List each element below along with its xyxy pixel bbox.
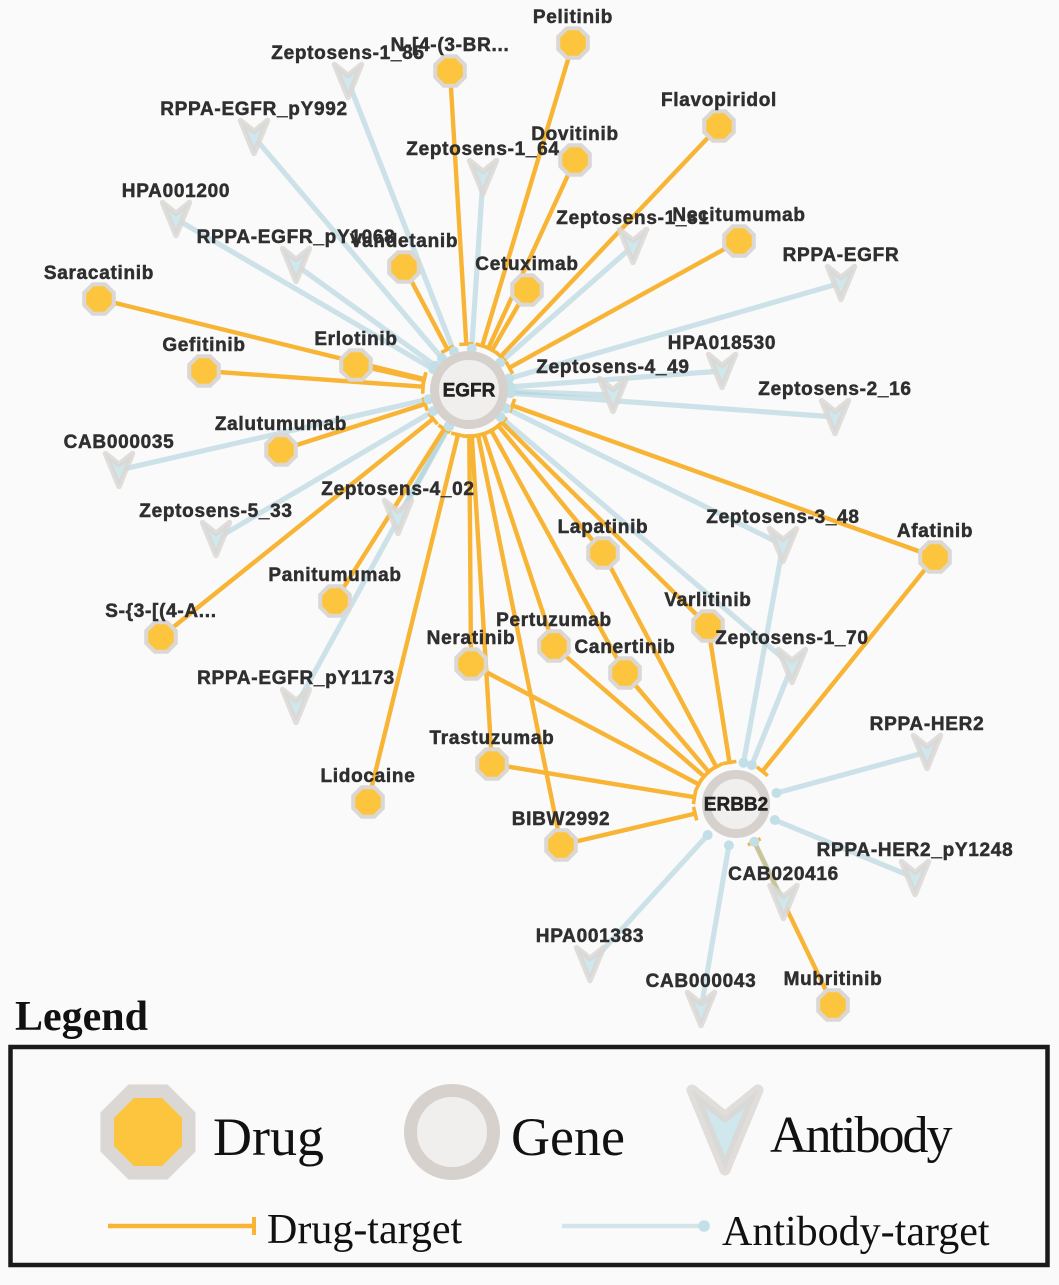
svg-text:Erlotinib: Erlotinib xyxy=(314,329,397,350)
svg-text:Gefitinib: Gefitinib xyxy=(162,335,245,356)
svg-text:CAB000043: CAB000043 xyxy=(646,971,757,992)
svg-text:HPA001383: HPA001383 xyxy=(536,926,644,947)
svg-text:Zeptosens-1_85: Zeptosens-1_85 xyxy=(271,43,424,64)
svg-text:CAB000035: CAB000035 xyxy=(64,432,175,453)
svg-text:ERBB2: ERBB2 xyxy=(704,795,768,816)
svg-text:S-{3-[(4-A...: S-{3-[(4-A... xyxy=(105,601,217,622)
svg-text:Varlitinib: Varlitinib xyxy=(664,590,751,611)
svg-text:Zeptosens-5_33: Zeptosens-5_33 xyxy=(139,501,292,522)
svg-text:Lapatinib: Lapatinib xyxy=(558,517,649,538)
svg-text:RPPA-HER2: RPPA-HER2 xyxy=(870,714,985,735)
svg-text:Pelitinib: Pelitinib xyxy=(533,7,613,28)
svg-text:RPPA-EGFR: RPPA-EGFR xyxy=(783,245,900,266)
svg-text:RPPA-EGFR_pY992: RPPA-EGFR_pY992 xyxy=(160,99,348,120)
svg-text:EGFR: EGFR xyxy=(443,381,496,402)
svg-text:CAB020416: CAB020416 xyxy=(728,864,839,885)
svg-text:Drug: Drug xyxy=(213,1107,324,1167)
svg-text:Panitumumab: Panitumumab xyxy=(268,565,401,586)
svg-text:HPA018530: HPA018530 xyxy=(668,333,776,354)
svg-text:RPPA-HER2_pY1248: RPPA-HER2_pY1248 xyxy=(817,840,1014,861)
svg-text:Cetuximab: Cetuximab xyxy=(475,254,578,275)
svg-text:Flavopiridol: Flavopiridol xyxy=(661,90,777,111)
svg-text:RPPA-EGFR_pY1173: RPPA-EGFR_pY1173 xyxy=(197,668,395,689)
svg-text:RPPA-EGFR_pY1068: RPPA-EGFR_pY1068 xyxy=(197,227,396,248)
svg-text:Zeptosens-4_02: Zeptosens-4_02 xyxy=(321,479,474,500)
svg-text:Zeptosens-3_48: Zeptosens-3_48 xyxy=(706,507,859,528)
svg-text:Mubritinib: Mubritinib xyxy=(784,969,883,990)
svg-text:Canertinib: Canertinib xyxy=(575,637,676,658)
svg-text:Neratinib: Neratinib xyxy=(427,628,516,649)
svg-text:Antibody-target: Antibody-target xyxy=(722,1209,990,1255)
svg-text:Zeptosens-1_70: Zeptosens-1_70 xyxy=(715,628,868,649)
svg-text:Zeptosens-1_31: Zeptosens-1_31 xyxy=(556,208,709,229)
svg-text:Zalutumumab: Zalutumumab xyxy=(215,414,347,435)
svg-text:Zeptosens-1_64: Zeptosens-1_64 xyxy=(406,139,559,160)
svg-text:Zeptosens-2_16: Zeptosens-2_16 xyxy=(758,379,911,400)
svg-text:Lidocaine: Lidocaine xyxy=(321,766,416,787)
svg-text:Trastuzumab: Trastuzumab xyxy=(430,728,555,749)
svg-text:Saracatinib: Saracatinib xyxy=(44,263,154,284)
svg-text:Gene: Gene xyxy=(511,1107,625,1167)
svg-text:Legend: Legend xyxy=(15,994,148,1040)
svg-text:Drug-target: Drug-target xyxy=(267,1207,462,1253)
svg-text:BIBW2992: BIBW2992 xyxy=(512,809,611,830)
svg-text:HPA001200: HPA001200 xyxy=(122,181,230,202)
svg-text:Zeptosens-4_49: Zeptosens-4_49 xyxy=(536,357,689,378)
svg-text:Afatinib: Afatinib xyxy=(897,521,973,542)
svg-text:Antibody: Antibody xyxy=(770,1107,952,1164)
